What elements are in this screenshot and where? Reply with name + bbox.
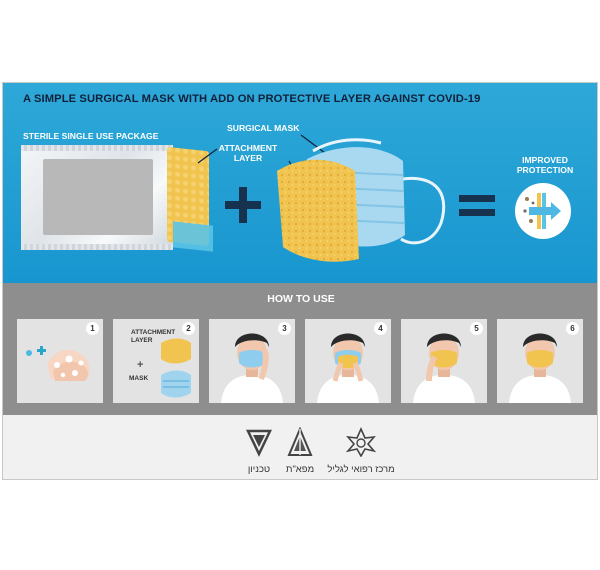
how-to-use-title: HOW TO USE: [267, 293, 335, 305]
improved-protection-label: IMPROVED PROTECTION: [516, 155, 574, 175]
person-adjusting-mask-image: [413, 333, 475, 403]
attachment-layer-label: ATTACHMENT LAYER: [218, 143, 278, 163]
galilee-medical-center-name: מרכז רפואי לגליל: [327, 464, 395, 475]
step-3-put-on-mask: 3: [209, 319, 295, 403]
product-panel: A SIMPLE SURGICAL MASK WITH ADD ON PROTE…: [3, 83, 597, 283]
infographic-card: A SIMPLE SURGICAL MASK WITH ADD ON PROTE…: [2, 82, 598, 480]
galilee-medical-center-logo-icon: [345, 427, 377, 458]
step-number: 3: [278, 322, 291, 335]
step-1-wash-hands: 1: [17, 319, 103, 403]
step-number: 2: [182, 322, 195, 335]
person-wearing-mask-image: [509, 333, 571, 403]
step-2-components: 2 ATTACHMENT LAYER + MASK: [113, 319, 199, 403]
step-number: 6: [566, 322, 579, 335]
step-number: 1: [86, 322, 99, 335]
step-6-done: 6: [497, 319, 583, 403]
technion-logo: טכניון: [237, 427, 281, 475]
technion-logo-icon: [246, 429, 272, 457]
equals-icon: [459, 193, 495, 219]
step-5-adjust-fit: 5: [401, 319, 487, 403]
step-number: 5: [470, 322, 483, 335]
headline: A SIMPLE SURGICAL MASK WITH ADD ON PROTE…: [23, 93, 481, 105]
partner-logos-panel: טכניון מפא"ת מרכז רפואי לגליל: [3, 415, 597, 479]
person-attaching-layer-image: [317, 333, 379, 403]
sterile-package-image: [21, 145, 173, 250]
step-number: 4: [374, 322, 387, 335]
step-4-attach-layer: 4: [305, 319, 391, 403]
galilee-medical-center-logo: מרכז רפואי לגליל: [315, 427, 407, 475]
technion-name: טכניון: [247, 464, 271, 475]
plus-icon: [225, 187, 261, 223]
improved-protection-icon: [515, 183, 571, 239]
plus-icon: +: [137, 359, 144, 371]
components-image: [161, 338, 191, 398]
sterile-package-label: STERILE SINGLE USE PACKAGE: [23, 131, 159, 141]
mask-with-attachment-image: [277, 138, 446, 262]
surgical-mask-label: SURGICAL MASK: [227, 123, 300, 133]
mask-label: MASK: [129, 375, 149, 382]
mafat-name: מפא"ת: [285, 464, 315, 475]
mafat-logo-icon: [287, 426, 313, 456]
person-putting-on-mask-image: [221, 333, 283, 403]
hand-washing-image: [26, 346, 90, 381]
attachment-layer-label: ATTACHMENT LAYER: [131, 329, 176, 344]
how-to-use-panel: HOW TO USE 1 2 ATTACHMENT LAYER + MASK: [3, 283, 597, 415]
mafat-logo: מפא"ת: [282, 426, 318, 475]
